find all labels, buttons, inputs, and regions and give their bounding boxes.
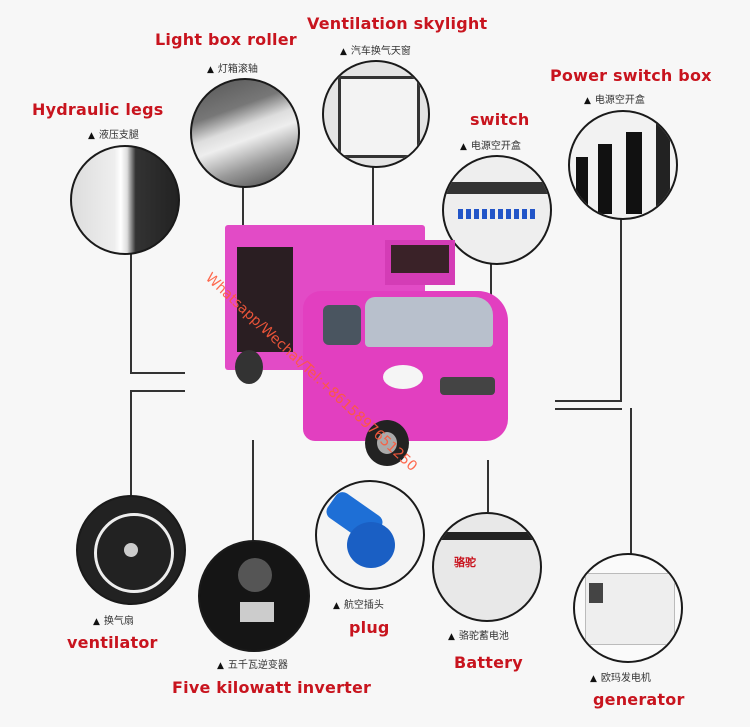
caption-light-box-roller: ▲灯箱滚轴 [207,64,258,75]
caption-inverter: ▲五千瓦逆变器 [217,660,288,671]
connector-line [130,290,132,372]
triangle-marker-icon: ▲ [93,617,100,627]
title-generator: generator [593,690,685,709]
connector-line [630,408,632,558]
photo-ventilation-skylight [322,60,430,168]
caption-switch: ▲电源空开盒 [460,141,521,152]
connector-line [252,440,254,542]
triangle-marker-icon: ▲ [333,601,340,611]
connector-line [130,372,185,374]
photo-generator [573,553,683,663]
connector-line [490,252,492,302]
caption-generator: ▲欧玛发电机 [590,673,651,684]
triangle-marker-icon: ▲ [448,632,455,642]
caption-power-switch-box: ▲电源空开盒 [584,95,645,106]
title-hydraulic-legs: Hydraulic legs [32,100,164,119]
triangle-marker-icon: ▲ [217,661,224,671]
connector-line [130,252,132,292]
connector-line [555,408,622,410]
title-ventilator: ventilator [67,633,158,652]
triangle-marker-icon: ▲ [584,96,591,106]
connector-line [620,215,622,400]
connector-line [555,400,622,402]
connector-line [130,390,185,392]
title-light-box-roller: Light box roller [155,30,297,49]
triangle-marker-icon: ▲ [460,142,467,152]
photo-inverter [198,540,310,652]
truck-image [225,225,515,470]
title-plug: plug [349,618,390,637]
caption-battery: ▲骆驼蓄电池 [448,631,509,642]
connector-line [130,390,132,495]
caption-ventilator: ▲换气扇 [93,616,134,627]
photo-switch [442,155,552,265]
photo-power-switch-box [568,110,678,220]
caption-hydraulic-legs: ▲液压支腿 [88,130,139,141]
photo-light-box-roller [190,78,300,188]
connector-line [372,165,374,225]
triangle-marker-icon: ▲ [207,65,214,75]
title-ventilation-skylight: Ventilation skylight [307,14,488,33]
photo-plug [315,480,425,590]
title-battery: Battery [454,653,523,672]
caption-plug: ▲航空插头 [333,600,384,611]
photo-ventilator [76,495,186,605]
caption-ventilation-skylight: ▲汽车换气天窗 [340,46,411,57]
connector-line [242,185,244,245]
triangle-marker-icon: ▲ [590,674,597,684]
connector-line [487,460,489,512]
photo-hydraulic-legs [70,145,180,255]
title-power-switch-box: Power switch box [550,66,712,85]
photo-battery: 骆驼 [432,512,542,622]
triangle-marker-icon: ▲ [340,47,347,57]
triangle-marker-icon: ▲ [88,131,95,141]
title-inverter: Five kilowatt inverter [172,678,372,697]
title-switch: switch [470,110,530,129]
